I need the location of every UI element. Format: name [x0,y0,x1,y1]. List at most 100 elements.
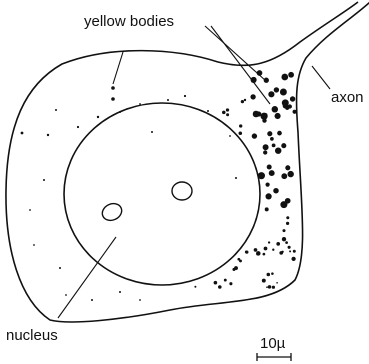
granule-dot [265,193,271,199]
granule-dot [167,99,169,101]
granule-dot [55,109,57,111]
granule-dot [21,132,24,135]
granule-dot [280,201,287,208]
granule-dot [239,124,242,127]
granule-dot [241,100,244,103]
granule-dot [285,165,290,170]
granule-dot [266,286,268,288]
yellow-bodies-leader-2 [205,26,266,81]
granule-dot [288,246,291,249]
granule-dot [267,131,272,136]
granule-dot [268,91,274,97]
granule-dot [65,294,67,296]
granule-dot [119,291,121,293]
granule-dot [272,286,275,289]
granule-dot [275,147,281,153]
label-axon: axon [331,89,364,106]
granule-dot [218,285,222,289]
granule-dot [269,170,275,176]
granule-dot [226,108,229,111]
yellow-bodies-granules [21,70,297,301]
granule-dot [276,282,278,284]
granule-dot [293,110,297,114]
granule-dot [77,126,79,128]
granule-dot [139,103,141,105]
granule-dot [43,179,45,181]
granule-dot [288,171,294,177]
granule-dot [244,99,246,101]
label-nucleus: nucleus [6,327,58,344]
granule-dot [253,111,260,118]
granule-dot [265,207,269,211]
granule-dot [214,281,218,285]
granule-dot [237,258,240,261]
granule-dot [207,110,209,112]
granule-dot [257,252,259,254]
nucleus-leader [58,237,116,318]
granule-dot [229,135,231,137]
granule-dot [119,111,121,113]
granule-dot [250,94,255,99]
cell-outline [6,2,369,322]
yellow-bodies-leader-1 [113,52,123,84]
nucleus [64,103,260,285]
granule-dot [91,299,93,301]
granule-dot [239,131,243,135]
granule-dot [252,133,257,138]
granule-dot [245,250,248,253]
granule-dot [111,97,115,101]
granule-dot [281,173,287,179]
granule-dot [293,250,296,253]
granule-dot [275,114,279,118]
granule-dot [274,87,279,92]
granule-dot [291,257,295,261]
granule-dot [229,282,232,285]
granule-dot [271,272,274,275]
label-scale: 10µ [260,335,286,352]
granule-dot [222,111,226,115]
granule-dot [268,241,270,243]
granule-dot [47,134,49,136]
granule-dot [290,96,295,101]
nucleolus-right [172,182,192,200]
granule-dot [263,144,269,150]
granule-dot [261,113,268,120]
label-yellow-bodies: yellow bodies [84,13,174,30]
granule-dot [272,143,276,147]
granule-dot [277,131,282,136]
granule-dot [282,229,285,232]
granule-dot [268,285,272,289]
granule-dot [288,72,294,78]
granule-dot [59,267,61,269]
granule-dot [151,131,153,133]
granule-dot [286,216,289,219]
granule-dot [285,241,288,244]
granule-dot [282,99,289,106]
granule-dot [97,116,99,118]
granule-dot [276,242,280,246]
granule-dot [286,222,289,225]
granule-dot [281,74,288,81]
granule-dot [267,273,271,277]
granule-dot [33,244,35,246]
granule-dot [282,237,286,241]
granule-dot [288,104,292,108]
granule-dot [264,247,268,251]
granule-dot [29,209,31,211]
granule-dot [184,95,186,97]
granule-dot [270,137,274,141]
granule-dot [139,299,141,301]
granule-dot [263,150,267,154]
granule-dot [272,106,278,112]
granule-dot [194,286,196,288]
granule-dot [258,172,265,179]
granule-dot [224,279,227,282]
granule-dot [272,249,274,251]
nucleolus-left [100,201,125,224]
granule-dot [235,177,237,179]
granule-dot [265,182,269,186]
granule-dot [262,279,266,283]
axon-leader [312,66,330,89]
